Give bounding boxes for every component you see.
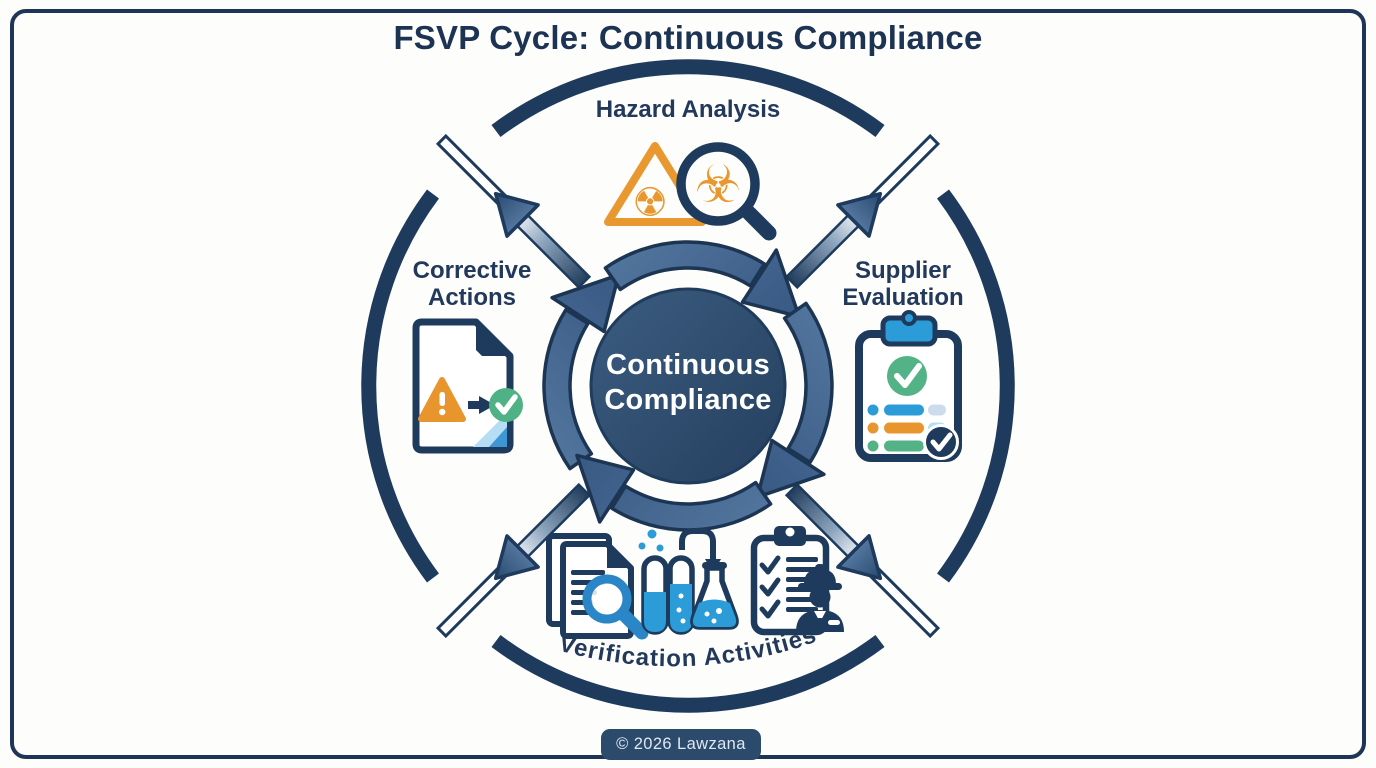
hard-hat-dome — [804, 569, 836, 584]
copyright-badge: © 2026 Lawzana — [601, 729, 761, 760]
center-label: Continuous Compliance — [568, 348, 808, 418]
lab-testing-icon — [638, 528, 739, 635]
magnifier-handle — [738, 202, 777, 241]
page-title: FSVP Cycle: Continuous Compliance — [393, 19, 983, 56]
flask-rim — [702, 562, 727, 569]
outer-ring-arc-top — [491, 59, 885, 137]
bubbles — [638, 529, 664, 552]
flask-liquid — [692, 599, 737, 627]
outer-ring-arc-left — [361, 189, 439, 583]
outer-ring-arc-bottom — [491, 635, 885, 713]
inspector-person — [796, 564, 844, 632]
hazard-analysis-label: Hazard Analysis — [595, 96, 781, 123]
review-magnifier-lens — [582, 574, 632, 624]
inspector-checklist-icon — [750, 526, 844, 636]
center-label-line1: Continuous — [605, 349, 771, 381]
hazard-analysis-icon: ☢ ☣ — [604, 142, 777, 241]
review-magnifier-handle — [616, 607, 649, 640]
outer-ring-arc-right — [937, 189, 1015, 583]
hard-hat-brim — [798, 583, 842, 590]
biohazard-icon: ☣ — [695, 155, 742, 215]
badge-line — [828, 620, 840, 625]
page-curl-shade — [489, 427, 507, 447]
document-fold — [476, 322, 510, 356]
center-circle — [589, 287, 787, 485]
supplier-evaluation-icon — [855, 310, 962, 462]
arrow-head — [479, 396, 495, 414]
document-review-icon — [546, 533, 649, 640]
inspector-tie — [818, 618, 822, 627]
supplier-evaluation-label: Supplier Evaluation — [842, 257, 964, 311]
test-tube-1-liquid — [644, 592, 666, 632]
outer-ring — [361, 59, 1015, 713]
radiation-icon: ☢ — [632, 180, 668, 226]
magnifier-lens — [676, 142, 760, 226]
check-marks — [759, 555, 781, 619]
copyright-text: © 2026 Lawzana — [616, 735, 746, 753]
inspector-collar — [814, 611, 826, 622]
corrective-actions-label: Corrective Actions — [412, 257, 532, 311]
test-tube-2-liquid — [670, 584, 692, 632]
center-label-line2: Compliance — [604, 384, 772, 416]
corrective-actions-icon — [412, 318, 523, 454]
process-arrow — [679, 528, 716, 560]
inspector-head — [809, 586, 831, 608]
front-document-fold — [607, 544, 631, 568]
verified-check-circle — [923, 424, 959, 460]
approved-check-circle — [887, 356, 927, 396]
